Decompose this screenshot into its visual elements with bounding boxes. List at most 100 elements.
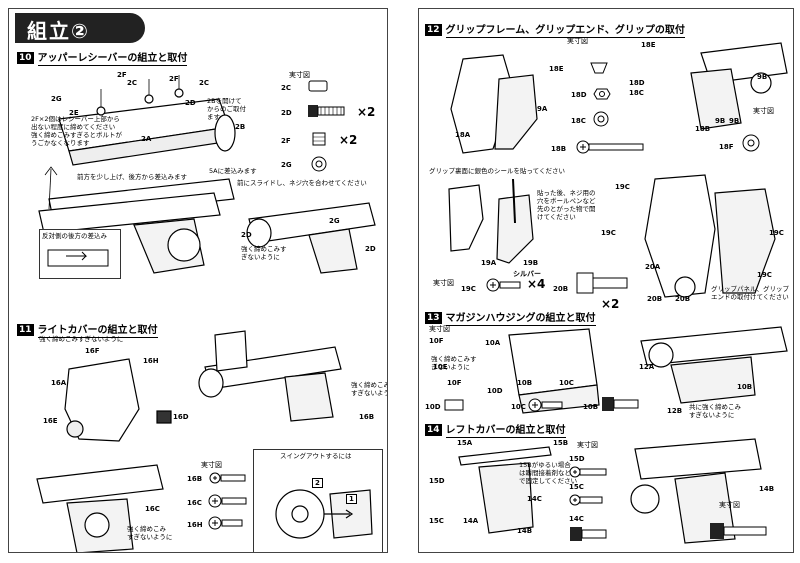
hw-label: 18C [571,117,586,125]
part-label: 10F [429,337,444,345]
receiver-assembled-drawing [246,202,376,274]
part-label: 10E [433,363,448,371]
hw-label: 15C [569,483,584,491]
light-cover-mount-drawing [198,330,342,422]
part-label: 10D [487,387,503,395]
phillips-screw-icon [528,398,563,412]
hw-label: 18D [571,91,587,99]
hw-label: 15D [569,455,585,463]
actual-size-label: 実寸図 [289,71,310,79]
part-label: 2B [235,123,246,131]
inset-swing-out: スイングアウトするには 1 2 [253,449,383,552]
part-label: 10B [517,379,533,387]
washer-icon [593,111,609,127]
grip-assembly-drawing [644,174,776,298]
hw-label: 14C [569,515,584,523]
part-label: 19C [615,183,630,191]
part-label: 19B [523,259,539,267]
part-label: 16A [51,379,67,387]
hw-label: 2F [281,137,291,145]
part-label: 14C [527,495,542,503]
part-label: 16E [43,417,58,425]
section-11-number: 11 [17,323,34,336]
part-label: 18A [455,131,471,139]
part-label: 18E [641,41,656,49]
note-11-b: 強く締めこみ すぎないように [351,381,388,397]
light-cover-side-drawing [36,464,164,552]
part-label: 2D [185,99,196,107]
note-2b-open: 2Bを開けて からのご取付 ます [207,97,246,121]
set-screw-icon [308,80,328,92]
part-label: 10B [583,403,599,411]
page-header: 組立② [15,13,145,43]
note-opposite-side: 反対側の後方の差込み [42,232,107,240]
part-label: 16B [359,413,375,421]
actual-size-label-12b: 実寸図 [753,107,774,115]
part-label: 2C [127,79,138,87]
countersunk-screw-icon [590,62,608,74]
washer-icon [742,134,760,152]
page-header-title: 組立② [27,19,90,43]
hw-label: 18B [551,145,567,153]
washer-icon [311,156,327,172]
note-insert-5a: 5Aに差込みます [209,167,257,175]
note-13-a: 強く締めこみす ぎないように [431,355,477,371]
note-pierce-hole: 貼った後、ネジ用の 穴をボールペンなど 先のとがった物で開 けてください [537,189,596,221]
part-label: 15B [553,439,569,447]
hw-label: 18E [549,65,564,73]
section-10-title: アッパーレシーバーの組立と取付 [37,49,188,66]
section-13-title: マガジンハウジングの組立と取付 [445,309,596,326]
part-label: 18D [629,79,645,87]
hw-label: 2G [281,161,292,169]
note-do-not-overtighten: 強く締めこみす ぎないように [241,245,287,261]
cap-bolt-icon [710,523,767,539]
hw-multiplier: ×2 [339,133,358,147]
phillips-screw-icon [208,494,247,508]
actual-size-label-12: 実寸図 [567,37,588,45]
hw-label: 16B [187,475,203,483]
part-label: 2D [241,231,252,239]
part-label: 9B [757,73,768,81]
part-label: 10C [559,379,574,387]
actual-size-label-13: 実寸図 [429,325,450,333]
hw-label: 2D [281,109,292,117]
part-label: 16H [143,357,159,365]
hw-label: 19C [461,285,476,293]
part-label: 2E [69,109,79,117]
part-label: 18B [695,125,711,133]
part-label: 2F [169,75,179,83]
actual-size-label-11: 実寸図 [201,461,222,469]
grip-panel-drawing [448,178,534,264]
part-label: 14B [517,527,533,535]
part-label: 10C [511,403,526,411]
part-label: 15C [429,517,444,525]
part-label: 16C [145,505,160,513]
left-cover-drawing [458,446,552,534]
actual-size-label-12c: 実寸図 [433,279,454,287]
step-badge: 2 [312,478,323,488]
part-label: 19C [757,271,772,279]
right-page: 12 グリップフレーム、グリップエンド、グリップの取付 実寸図 18A 9A 1… [418,8,794,553]
phillips-screw-icon [209,472,246,484]
hw-label: 16C [187,499,202,507]
cap-bolt-icon [602,397,639,411]
part-label: 14B [759,485,775,493]
hw-label: 2C [281,84,292,92]
part-label: 15A [457,439,473,447]
note-silver-seal: グリップ裏面に銀色のシールを貼ってください [429,167,565,175]
part-label: 2C [199,79,210,87]
inset-rear-insert: 反対側の後方の差込み [39,229,121,279]
part-label: 20B [647,295,663,303]
section-12-title: グリップフレーム、グリップエンド、グリップの取付 [445,21,685,38]
grub-screw-icon [312,132,326,146]
magazine-mount-drawing [640,326,788,404]
section-13-heading: 13 マガジンハウジングの組立と取付 [425,309,596,326]
part-label: 9A [537,105,548,113]
note-13-b: 共に強く締めこみ すぎないように [689,403,741,419]
note-slide-forward: 前にスライドし、ネジ穴を合わせてください [237,179,367,187]
part-label: 12A [639,363,655,371]
part-label: 10D [425,403,441,411]
hw-label: 18F [719,143,734,151]
section-12-number: 12 [425,23,442,36]
light-cover-drawing [64,358,172,442]
